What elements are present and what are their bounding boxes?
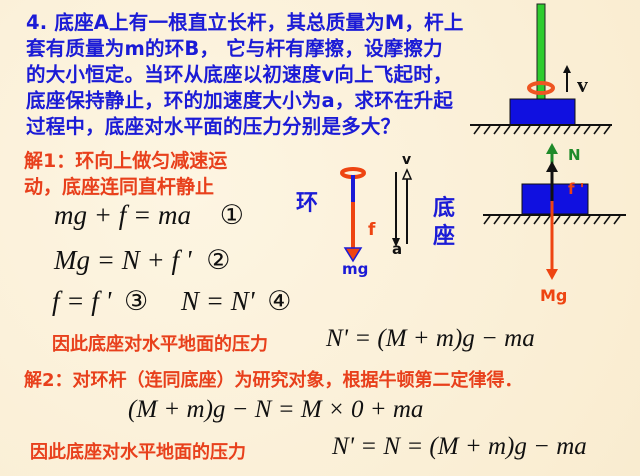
ring-gravity-label: mg <box>342 260 369 278</box>
solution2-conclusion-equation: N' = N = (M + m)g − ma <box>332 433 587 460</box>
base-force-diagram <box>470 135 640 315</box>
ring-friction-label: f <box>368 220 376 240</box>
rod-base-diagram: v <box>460 0 640 140</box>
equation-2: Mg = N + f ' ② <box>54 245 230 276</box>
equations-3-4: f = f ' ③ N = N' ④ <box>52 286 291 317</box>
solution2-equation: (M + m)g − N = M × 0 + ma <box>128 396 424 423</box>
question-line-2: 套有质量为m的环B， 它与杆有摩擦，设摩擦力 <box>26 37 443 60</box>
solution2-conclusion-text: 因此底座对水平地面的压力 <box>30 442 246 463</box>
velocity-label: v <box>577 72 588 97</box>
base-friction-label: f ' <box>568 180 585 198</box>
ring-acceleration-label: a <box>392 240 403 258</box>
ring-force-diagram <box>330 160 430 280</box>
equation-3-body: f = f ' <box>52 286 112 316</box>
solution1-conclusion-equation: N' = (M + m)g − ma <box>326 325 535 352</box>
solution2-heading: 解2：对环杆（连同底座）为研究对象，根据牛顿第二定律得． <box>24 370 523 391</box>
solution1-heading-line2: 动，底座连同直杆静止 <box>24 176 215 198</box>
solution1-conclusion-text: 因此底座对水平地面的压力 <box>52 334 268 355</box>
equation-1: mg + f = ma ① <box>54 200 244 231</box>
question-line-4: 底座保持静止，环的加速度大小为a，求环在升起 <box>26 89 454 112</box>
equation-2-number: ② <box>206 245 231 276</box>
equation-1-body: mg + f = ma <box>54 200 191 230</box>
question-line-3: 的大小恒定。当环从底座以初速度v向上飞起时， <box>26 63 453 86</box>
question-line-1: 4. 底座A上有一根直立长杆，其总质量为M，杆上 <box>26 11 464 34</box>
equation-3-number: ③ <box>124 286 149 317</box>
rod-base-figure <box>470 3 612 135</box>
base-gravity-label: Mg <box>540 286 568 305</box>
equation-1-number: ① <box>219 200 244 231</box>
base-normal-label: N <box>568 146 581 164</box>
ring-velocity-label: v <box>402 152 412 168</box>
equation-4-number: ④ <box>267 286 292 317</box>
ring-force-figure <box>340 167 413 263</box>
ring-title: 环 <box>296 191 319 216</box>
equation-2-body: Mg = N + f ' <box>54 245 192 275</box>
base-title-line1: 底 <box>433 196 456 221</box>
equation-4-body: N = N' <box>180 286 255 316</box>
base-title-line2: 座 <box>433 224 456 249</box>
question-line-5: 过程中，底座对水平面的压力分别是多大？ <box>26 115 401 138</box>
base-force-figure <box>483 143 626 280</box>
solution1-heading-line1: 解1：环向上做匀减速运 <box>24 150 228 172</box>
